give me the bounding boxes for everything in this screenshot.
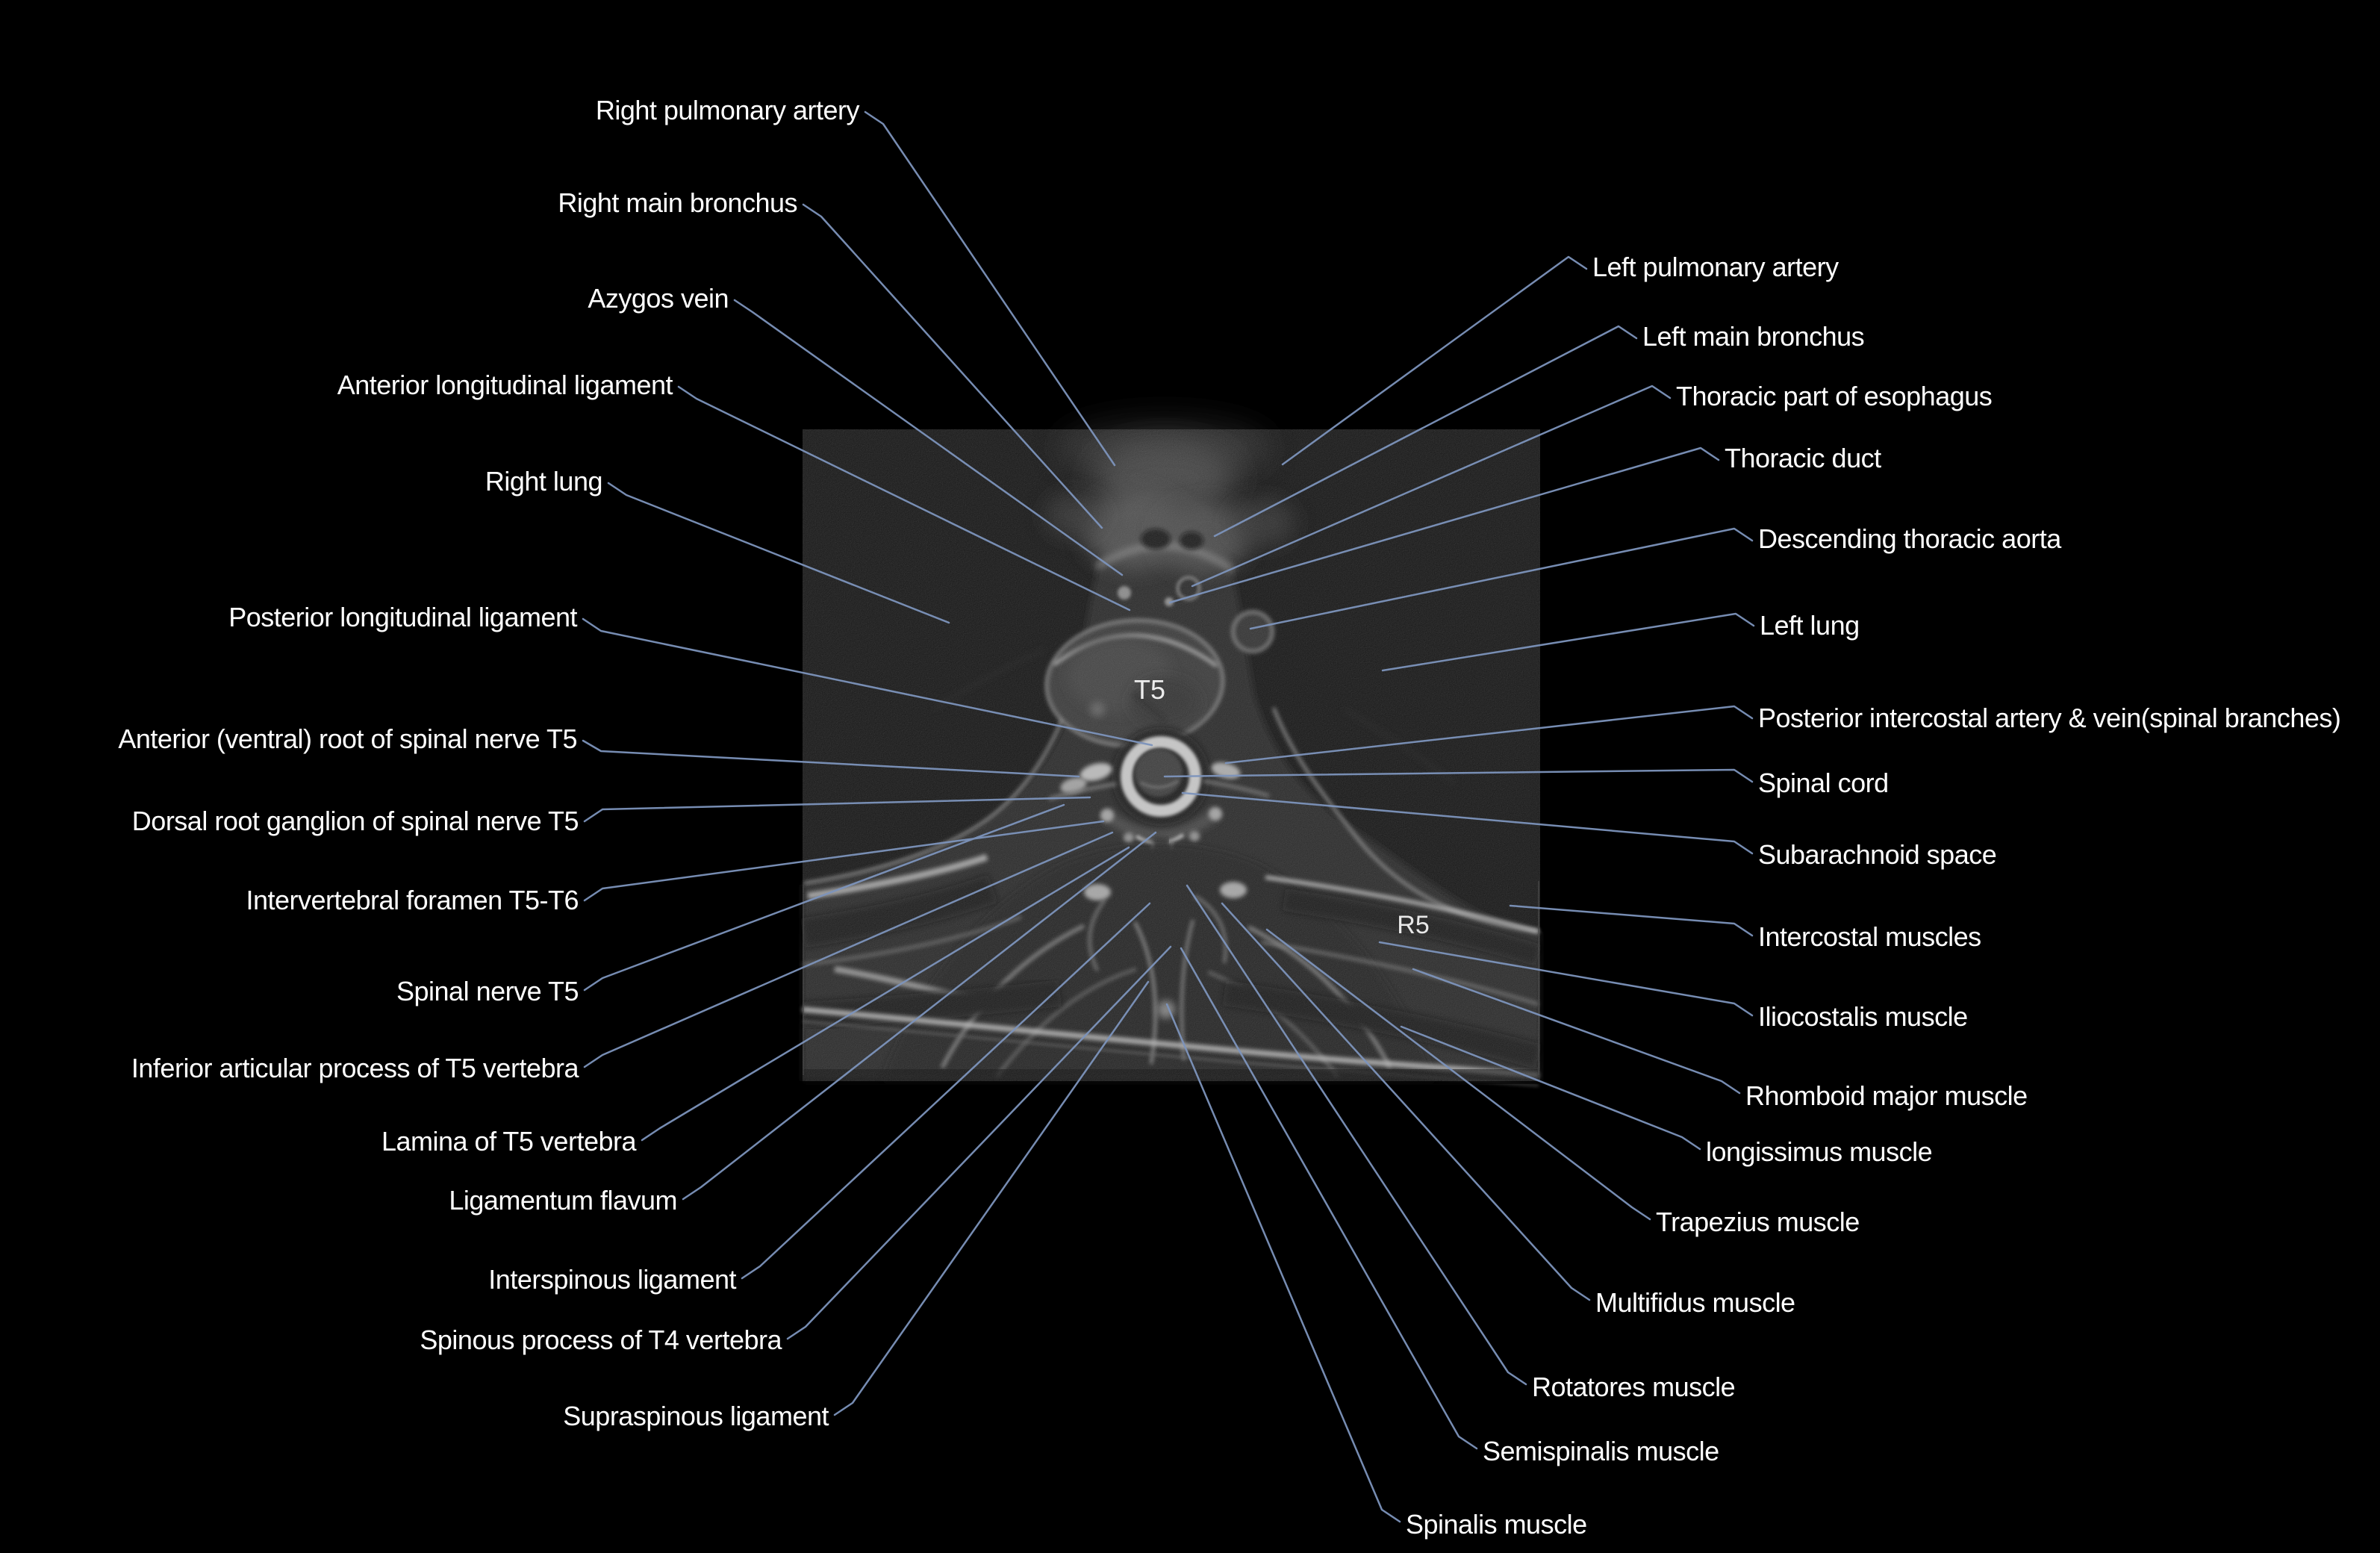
label-longissimus-muscle: longissimus muscle [1706, 1136, 1933, 1167]
rib-r5-tag: R5 [1397, 911, 1429, 939]
label-rotatores-muscle: Rotatores muscle [1532, 1372, 1736, 1402]
leader-line-spinal-cord [1163, 768, 1754, 783]
label-spinalis-muscle: Spinalis muscle [1406, 1509, 1587, 1540]
leader-line-left-lung [1381, 612, 1755, 672]
label-spinous-process-t4: Spinous process of T4 vertebra [420, 1325, 782, 1355]
leader-line-inferior-articular-process-t5 [583, 831, 1114, 1068]
leader-line-thoracic-esophagus [1191, 385, 1672, 588]
label-azygos-vein: Azygos vein [588, 283, 729, 314]
label-left-lung: Left lung [1760, 610, 1860, 641]
label-dorsal-root-ganglion-t5: Dorsal root ganglion of spinal nerve T5 [131, 806, 579, 836]
label-thoracic-duct: Thoracic duct [1725, 443, 1881, 473]
leader-lines [582, 111, 1755, 1523]
label-anterior-longitudinal-ligament: Anterior longitudinal ligament [337, 370, 673, 400]
label-spinal-nerve-t5: Spinal nerve T5 [396, 976, 579, 1006]
label-subarachnoid-space: Subarachnoid space [1758, 839, 1997, 870]
leader-line-thoracic-duct [1168, 446, 1720, 604]
label-multifidus-muscle: Multifidus muscle [1595, 1287, 1795, 1318]
leader-line-multifidus-muscle [1221, 902, 1591, 1301]
label-descending-thoracic-aorta: Descending thoracic aorta [1758, 523, 2061, 554]
leader-line-right-lung [607, 482, 950, 624]
leader-line-spinalis-muscle [1165, 1003, 1401, 1523]
leader-line-descending-thoracic-aorta [1249, 527, 1754, 630]
leader-line-right-pulmonary-artery [864, 111, 1116, 467]
leader-line-spinous-process-t4 [786, 945, 1172, 1340]
label-rhomboid-major-muscle: Rhomboid major muscle [1745, 1080, 2028, 1111]
label-intervertebral-foramen-t5-t6: Intervertebral foramen T5-T6 [246, 885, 579, 915]
leader-line-left-main-bronchus [1213, 325, 1638, 538]
leader-line-supraspinous-ligament [833, 980, 1150, 1416]
label-posterior-intercostal-vessels: Posterior intercostal artery & vein(spin… [1758, 703, 2341, 733]
label-spinal-cord: Spinal cord [1758, 768, 1889, 798]
leader-line-longissimus-muscle [1400, 1025, 1701, 1151]
label-inferior-articular-process-t5: Inferior articular process of T5 vertebr… [131, 1053, 579, 1083]
leader-line-anterior-root-spinal-nerve-t5 [582, 739, 1080, 778]
label-left-main-bronchus: Left main bronchus [1642, 321, 1865, 352]
leader-line-posterior-intercostal-vessels [1224, 705, 1754, 765]
mri-image: T5 R5 [800, 418, 1542, 1087]
label-supraspinous-ligament: Supraspinous ligament [563, 1401, 829, 1431]
leader-line-interspinous-ligament [741, 902, 1151, 1280]
vertebra-t5-tag: T5 [1134, 674, 1165, 705]
leader-line-ligamentum-flavum [682, 831, 1157, 1201]
leader-line-lamina-t5 [641, 846, 1130, 1142]
label-right-pulmonary-artery: Right pulmonary artery [595, 95, 860, 125]
leader-line-posterior-longitudinal-ligament [582, 617, 1153, 747]
leader-line-trapezius-muscle [1265, 928, 1651, 1221]
label-left-pulmonary-artery: Left pulmonary artery [1592, 252, 1839, 282]
leader-line-semispinalis-muscle [1180, 947, 1478, 1450]
leader-line-rhomboid-major-muscle [1412, 968, 1741, 1095]
label-lamina-t5: Lamina of T5 vertebra [381, 1126, 637, 1157]
leader-line-intercostal-muscles [1509, 904, 1754, 937]
label-semispinalis-muscle: Semispinalis muscle [1483, 1436, 1719, 1466]
leader-line-azygos-vein [733, 299, 1124, 576]
label-interspinous-ligament: Interspinous ligament [488, 1264, 736, 1295]
label-right-main-bronchus: Right main bronchus [558, 187, 797, 218]
leader-line-intervertebral-foramen-t5-t6 [583, 820, 1105, 902]
label-posterior-longitudinal-ligament: Posterior longitudinal ligament [228, 602, 577, 632]
leader-line-iliocostalis-muscle [1378, 941, 1754, 1017]
label-ligamentum-flavum: Ligamentum flavum [449, 1185, 677, 1216]
leader-line-right-main-bronchus [802, 203, 1103, 529]
leader-line-dorsal-root-ganglion-t5 [583, 796, 1091, 823]
leader-line-anterior-longitudinal-ligament [677, 385, 1131, 611]
leader-line-spinal-nerve-t5 [583, 803, 1065, 992]
label-iliocostalis-muscle: Iliocostalis muscle [1758, 1001, 1968, 1032]
label-trapezius-muscle: Trapezius muscle [1656, 1207, 1860, 1237]
mri-grain [803, 429, 1540, 1081]
label-anterior-root-spinal-nerve-t5: Anterior (ventral) root of spinal nerve … [118, 723, 577, 754]
label-right-lung: Right lung [485, 466, 603, 497]
leader-line-subarachnoid-space [1181, 791, 1754, 855]
leader-line-rotatores-muscle [1186, 884, 1527, 1386]
leader-line-left-pulmonary-artery [1281, 255, 1588, 466]
label-thoracic-esophagus: Thoracic part of esophagus [1676, 381, 1993, 411]
label-intercostal-muscles: Intercostal muscles [1758, 921, 1981, 952]
